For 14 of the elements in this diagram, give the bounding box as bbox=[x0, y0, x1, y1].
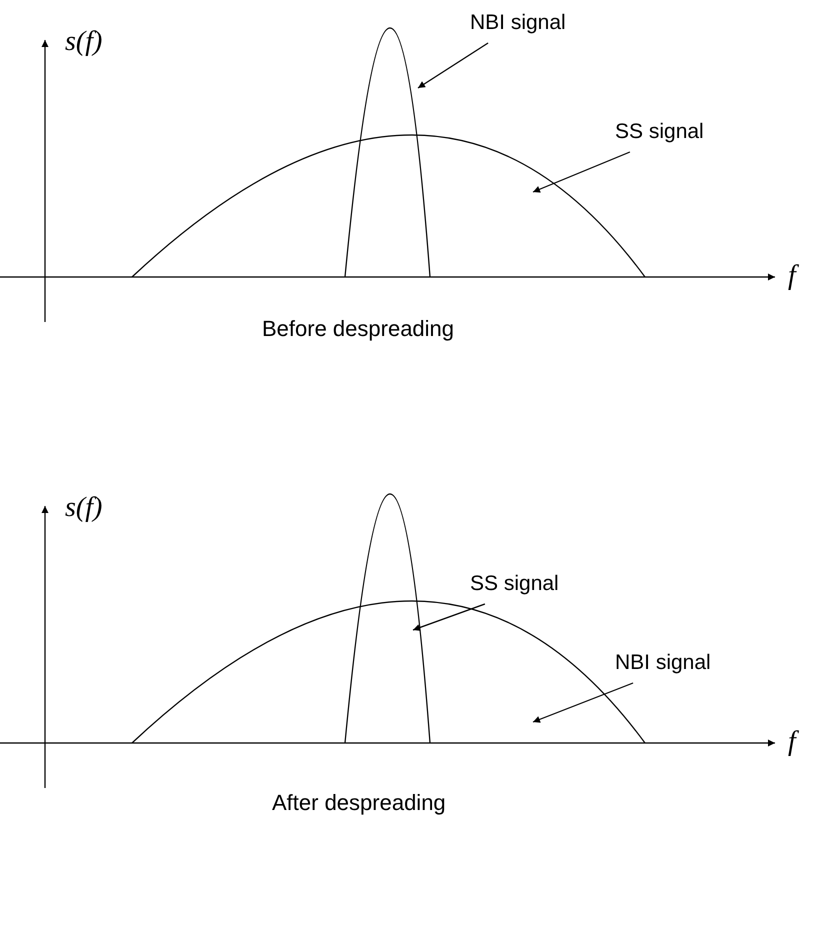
spectrum-curve bbox=[344, 495, 431, 744]
spectrum-curve bbox=[344, 29, 431, 278]
caption: After despreading bbox=[272, 792, 446, 814]
leader-line bbox=[532, 682, 634, 723]
signal-label: NBI signal bbox=[470, 12, 566, 33]
leader-line bbox=[418, 42, 488, 88]
signal-label: NBI signal bbox=[615, 652, 711, 673]
signal-label: SS signal bbox=[615, 121, 704, 142]
leader-line bbox=[412, 603, 486, 631]
leader-line bbox=[532, 151, 630, 193]
axis-label: s(f) bbox=[65, 28, 102, 56]
caption: Before despreading bbox=[262, 318, 454, 340]
signal-label: SS signal bbox=[470, 573, 559, 594]
axis-label: s(f) bbox=[65, 494, 102, 522]
